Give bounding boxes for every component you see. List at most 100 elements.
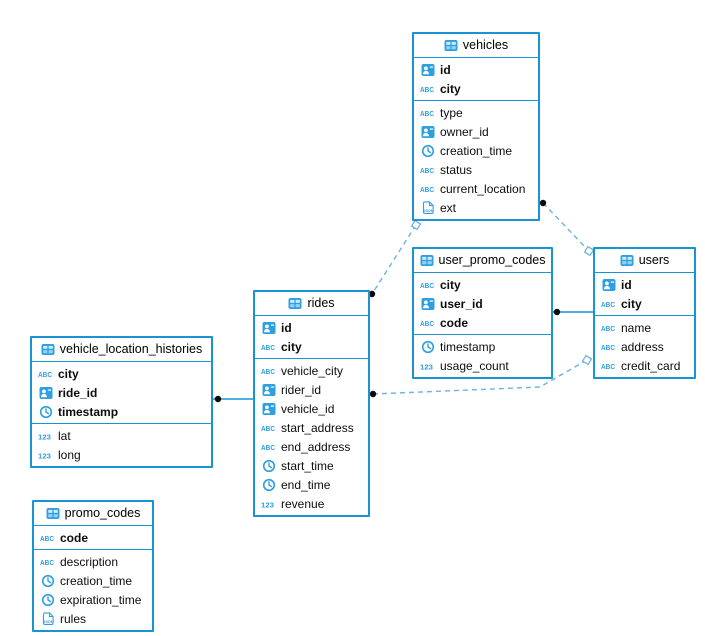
text-icon: ABC xyxy=(40,555,55,569)
column-name-label: owner_id xyxy=(440,124,489,139)
uuid-icon xyxy=(261,383,276,397)
svg-text:ABC: ABC xyxy=(420,321,434,328)
svg-text:JSON: JSON xyxy=(43,620,53,624)
text-icon: ABC xyxy=(261,421,276,435)
uuid-icon xyxy=(420,297,435,311)
svg-text:ABC: ABC xyxy=(40,560,54,567)
edge-endpoint-dot xyxy=(539,199,547,207)
column-name-label: timestamp xyxy=(440,339,496,354)
text-icon: ABC xyxy=(261,440,276,454)
table-promo_codes[interactable]: promo_codes ABC code ABC description cre… xyxy=(32,500,154,632)
table-rides[interactable]: rides id ABC city ABC vehicle_city rider… xyxy=(253,290,370,517)
table-header[interactable]: vehicle_location_histories xyxy=(32,338,211,362)
column-name-label: ride_id xyxy=(58,385,98,400)
column-name-label: status xyxy=(440,162,473,177)
numeric-icon: 123 xyxy=(261,497,276,511)
column-row-address: ABC address xyxy=(595,337,694,356)
time-icon xyxy=(261,478,276,492)
column-row-current_location: ABC current_location xyxy=(414,179,538,198)
pk-column-row-code: ABC code xyxy=(34,528,152,547)
edge-vehicles-to-users xyxy=(539,199,595,257)
svg-text:ABC: ABC xyxy=(601,345,615,352)
svg-text:123: 123 xyxy=(261,500,274,509)
column-row-creation_time: creation_time xyxy=(414,141,538,160)
text-icon: ABC xyxy=(420,278,435,292)
text-icon: ABC xyxy=(420,106,435,120)
columns-section: timestamp 123 usage_count xyxy=(414,335,551,377)
table-name-label: vehicles xyxy=(462,38,509,53)
uuid-icon xyxy=(261,402,276,416)
time-icon xyxy=(420,144,435,158)
table-name-label: vehicle_location_histories xyxy=(59,342,203,357)
pk-column-row-timestamp: timestamp xyxy=(32,402,211,421)
column-name-label: type xyxy=(440,105,463,120)
column-name-label: start_time xyxy=(281,458,334,473)
table-header[interactable]: user_promo_codes xyxy=(414,249,551,273)
table-icon xyxy=(444,39,458,52)
column-name-label: code xyxy=(440,315,469,330)
column-row-vehicle_id: vehicle_id xyxy=(255,399,368,418)
table-icon xyxy=(46,507,60,520)
pk-column-row-id: id xyxy=(414,60,538,79)
uuid-icon xyxy=(420,63,435,77)
column-name-label: city xyxy=(440,81,461,96)
column-row-timestamp: timestamp xyxy=(414,337,551,356)
table-vehicle_location_histories[interactable]: vehicle_location_histories ABC city ride… xyxy=(30,336,213,468)
time-icon xyxy=(420,340,435,354)
svg-text:123: 123 xyxy=(38,451,51,460)
column-name-label: expiration_time xyxy=(60,592,142,607)
table-header[interactable]: users xyxy=(595,249,694,273)
columns-section: ABC type owner_id creation_time ABC stat… xyxy=(414,101,538,219)
pk-column-row-id: id xyxy=(595,275,694,294)
uuid-icon xyxy=(261,321,276,335)
text-icon: ABC xyxy=(420,82,435,96)
column-name-label: vehicle_city xyxy=(281,363,344,378)
pk-column-row-user_id: user_id xyxy=(414,294,551,313)
svg-text:ABC: ABC xyxy=(420,111,434,118)
edge-vehicle_location_histories-to-rides xyxy=(213,395,253,403)
table-name-label: rides xyxy=(307,296,335,311)
json-icon: JSON xyxy=(420,200,435,215)
edge-endpoint-dot xyxy=(214,395,222,403)
edge-endpoint-diamond xyxy=(583,245,595,257)
column-name-label: creation_time xyxy=(60,573,133,588)
time-icon xyxy=(38,405,53,419)
table-vehicles[interactable]: vehicles id ABC city ABC type owner_id c… xyxy=(412,32,540,221)
table-header[interactable]: rides xyxy=(255,292,368,316)
text-icon: ABC xyxy=(420,163,435,177)
table-header[interactable]: vehicles xyxy=(414,34,538,58)
text-icon: ABC xyxy=(601,359,616,373)
table-name-label: user_promo_codes xyxy=(438,253,546,268)
svg-text:ABC: ABC xyxy=(420,168,434,175)
table-header[interactable]: promo_codes xyxy=(34,502,152,526)
svg-text:123: 123 xyxy=(420,362,433,371)
column-row-owner_id: owner_id xyxy=(414,122,538,141)
table-users[interactable]: users id ABC city ABC name ABC address A… xyxy=(593,247,696,379)
svg-text:ABC: ABC xyxy=(261,345,275,352)
svg-text:ABC: ABC xyxy=(601,364,615,371)
column-name-label: ext xyxy=(440,200,457,215)
column-row-start_address: ABC start_address xyxy=(255,418,368,437)
svg-text:ABC: ABC xyxy=(420,87,434,94)
column-name-label: start_address xyxy=(281,420,354,435)
column-name-label: id xyxy=(281,320,292,335)
primary-key-section: id ABC city xyxy=(414,58,538,101)
pk-column-row-code: ABC code xyxy=(414,313,551,332)
pk-column-row-city: ABC city xyxy=(414,275,551,294)
table-name-label: users xyxy=(638,253,670,268)
text-icon: ABC xyxy=(261,364,276,378)
time-icon xyxy=(261,459,276,473)
column-row-end_address: ABC end_address xyxy=(255,437,368,456)
svg-text:ABC: ABC xyxy=(420,283,434,290)
column-name-label: end_address xyxy=(281,439,351,454)
table-icon xyxy=(41,343,55,356)
column-name-label: id xyxy=(440,62,451,77)
column-name-label: revenue xyxy=(281,496,325,511)
table-user_promo_codes[interactable]: user_promo_codes ABC city user_id ABC co… xyxy=(412,247,553,379)
pk-column-row-city: ABC city xyxy=(255,337,368,356)
time-icon xyxy=(40,593,55,607)
column-row-creation_time: creation_time xyxy=(34,571,152,590)
column-row-revenue: 123 revenue xyxy=(255,494,368,513)
text-icon: ABC xyxy=(601,321,616,335)
